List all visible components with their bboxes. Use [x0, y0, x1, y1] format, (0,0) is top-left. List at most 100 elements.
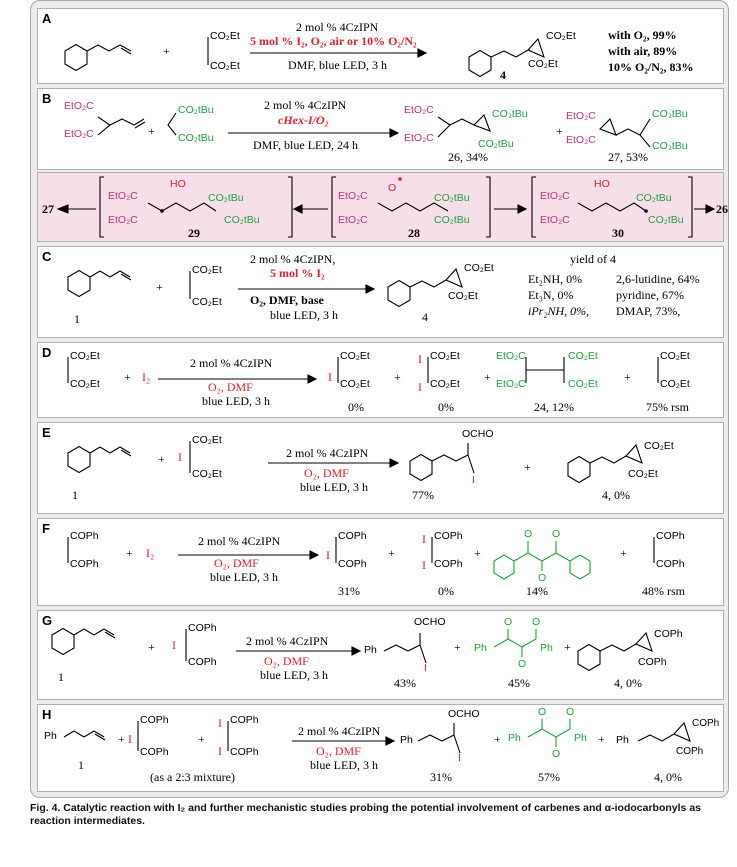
yield-diiodo: 0%	[438, 584, 454, 598]
panel-label: G	[42, 613, 53, 628]
co2et-label: CO₂Et	[192, 296, 222, 308]
cop-label: COPh	[230, 714, 259, 726]
eto2c-label: EtO₂C	[404, 132, 434, 144]
co2tbu-label: CO₂tBu	[178, 132, 214, 144]
cop-label: COPh	[434, 530, 463, 542]
eto2c-label: EtO₂C	[338, 214, 368, 226]
cop-label: COPh	[230, 746, 259, 758]
plus-sign: +	[148, 640, 155, 654]
plus-sign: +	[494, 732, 501, 746]
phenyl-label: Ph	[44, 730, 57, 742]
yield-base-2: Et₃N, 0%	[528, 288, 574, 302]
formate-label: OCHO	[414, 616, 446, 628]
iodo-label: I	[422, 558, 426, 572]
eto2c-label: EtO₂C	[540, 190, 570, 202]
result-air: with air, 89%	[608, 44, 678, 58]
yield-recovered: 48% rsm	[642, 584, 685, 598]
yield-formate: 43%	[394, 676, 416, 690]
carbonyl-o-label: O	[518, 658, 527, 670]
carbonyl-o-label: O	[524, 528, 533, 540]
product-number: 4	[422, 310, 428, 324]
compound-28: 28	[408, 226, 420, 240]
condition-light: blue LED, 3 h	[300, 480, 368, 494]
co2tbu-label: CO₂tBu	[434, 192, 470, 204]
cop-label: COPh	[656, 558, 685, 570]
panel-c-structures	[67, 267, 463, 308]
plus-sign: +	[484, 370, 491, 384]
plus-sign: +	[198, 732, 205, 746]
result-o2: with O₂, 99%	[608, 28, 677, 42]
co2et-label: CO₂Et	[660, 378, 690, 390]
substrate-number: 1	[58, 670, 64, 684]
iodo-label: I	[178, 450, 182, 464]
iodo-label: I	[328, 370, 332, 384]
phenyl-label: Ph	[474, 642, 487, 654]
panel-a-structures	[64, 37, 545, 78]
panel-label: C	[42, 249, 52, 264]
condition-catalyst: 2 mol % 4CzIPN,	[250, 252, 336, 266]
cop-label: COPh	[692, 718, 720, 729]
condition-catalyst: 2 mol % 4CzIPN	[264, 98, 347, 112]
panel-b: B EtO₂C EtO₂C + CO₂tBu CO₂tBu 2 mol % 4C…	[37, 88, 724, 170]
yield-diiodo: 0%	[438, 400, 454, 414]
yield-base-1: Et₂NH, 0%	[528, 272, 583, 286]
panel-label: H	[42, 707, 52, 722]
iodo-label: I	[172, 638, 176, 652]
iodo-label: I	[128, 732, 132, 746]
result-dilute-o2: 10% O₂/N₂, 83%	[608, 60, 694, 74]
eto2c-label: EtO₂C	[566, 110, 596, 122]
condition-solvent: DMF, blue LED, 3 h	[288, 58, 388, 72]
product-27-yield: 27, 53%	[608, 150, 648, 164]
condition-catalyst: 2 mol % 4CzIPN	[190, 356, 273, 370]
condition-reagent: cHex-I/O₂	[278, 113, 329, 127]
plus-sign: +	[620, 546, 627, 560]
ho-label: HO	[594, 178, 610, 190]
condition-light: blue LED, 3 h	[270, 308, 338, 322]
carbonyl-o-label: O	[538, 706, 547, 718]
co2et-label: CO₂Et	[192, 434, 222, 446]
co2et-label: CO₂Et	[464, 262, 494, 274]
yield-base-4: 2,6-lutidine, 64%	[616, 272, 700, 286]
eto2c-label: EtO₂C	[404, 104, 434, 116]
cop-label: COPh	[656, 530, 685, 542]
cop-label: COPh	[338, 530, 367, 542]
co2et-label: CO₂Et	[192, 264, 222, 276]
mixture-note: (as a 2:3 mixture)	[150, 770, 235, 784]
condition-oxygen: O₂, DMF	[208, 380, 253, 394]
cop-label: COPh	[140, 714, 169, 726]
yield-triketone: 57%	[538, 770, 560, 784]
condition-solvent: DMF, blue LED, 24 h	[253, 138, 359, 152]
eto2c-label: EtO₂C	[108, 190, 138, 202]
plus-sign: +	[156, 280, 163, 294]
condition-light: blue LED, 3 h	[210, 570, 278, 584]
panel-g: G 1 + I COPh COPh 2 mol % 4CzIPN O₂, DMF…	[37, 610, 724, 700]
panel-f: F COPh COPh + I₂ 2 mol % 4CzIPN O₂, DMF …	[37, 518, 724, 606]
carbonyl-o-label: O	[504, 616, 513, 628]
cop-label: COPh	[188, 622, 217, 634]
phenyl-label: Ph	[400, 734, 413, 746]
plus-sign: +	[474, 546, 481, 560]
plus-sign: +	[598, 732, 605, 746]
panel-label: D	[42, 345, 52, 360]
phenyl-label: Ph	[616, 734, 629, 746]
yield-header: yield of 4	[570, 252, 616, 266]
panel-h-structures	[63, 719, 691, 754]
panel-d: D CO₂Et CO₂Et + I₂ 2 mol % 4CzIPN O₂, DM…	[37, 342, 724, 418]
phenyl-label: Ph	[508, 732, 521, 744]
co2et-label: CO₂Et	[528, 58, 558, 70]
panel-label: E	[42, 425, 51, 440]
yield-cyclopropane: 4, 0%	[654, 770, 682, 784]
condition-reagent: 5 mol % I₂, O₂, air or 10% O₂/N₂	[250, 34, 417, 48]
plus-sign: +	[388, 546, 395, 560]
carbonyl-o-label: O	[552, 748, 561, 760]
eto2c-label: EtO₂C	[64, 128, 94, 140]
co2et-label: CO₂Et	[568, 350, 598, 362]
co2et-label: CO₂Et	[210, 60, 240, 72]
panel-a: A CO₂Et CO₂Et + 2 mol % 4CzIPN 5 mol % I…	[37, 8, 724, 84]
panel-e: E 1 + I CO₂Et CO₂Et 2 mol % 4CzIPN O₂, D…	[37, 422, 724, 514]
co2tbu-label: CO₂tBu	[224, 214, 260, 226]
condition-light: blue LED, 3 h	[310, 758, 378, 772]
condition-catalyst: 2 mol % 4CzIPN	[296, 20, 379, 34]
co2et-label: CO₂Et	[192, 468, 222, 480]
condition-catalyst: 2 mol % 4CzIPN	[286, 446, 369, 460]
